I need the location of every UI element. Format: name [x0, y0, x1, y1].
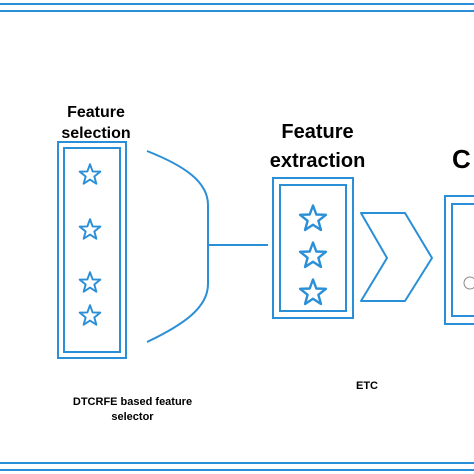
star-outline-icon — [78, 218, 102, 240]
selector-caption: DTCRFE based feature selector — [50, 395, 215, 425]
feature-extraction-title: Feature extraction — [255, 118, 380, 176]
chevron-right-icon — [360, 212, 433, 302]
feature-extraction-title-line2: extraction — [269, 150, 366, 172]
classifier-block — [444, 195, 474, 325]
selector-caption-line2: selector — [111, 411, 154, 423]
top-frame-lines — [0, 3, 474, 12]
classifier-node-icon — [463, 276, 474, 290]
star-outline-icon — [78, 163, 102, 185]
extractor-caption: ETC — [356, 380, 378, 392]
star-outline-icon — [78, 304, 102, 326]
star-outline-icon — [298, 278, 328, 306]
star-outline-icon — [78, 271, 102, 293]
bottom-frame-lines — [0, 462, 474, 471]
feature-extraction-block — [272, 177, 354, 319]
star-outline-icon — [298, 204, 328, 232]
feature-extraction-title-line1: Feature — [281, 121, 354, 143]
classifier-title-partial: C — [452, 144, 471, 174]
feature-selection-block — [57, 141, 127, 359]
selector-caption-line1: DTCRFE based feature — [72, 396, 193, 408]
star-outline-icon — [298, 241, 328, 269]
feature-selection-title-line2: selection — [61, 125, 131, 142]
feature-selection-title-line1: Feature — [67, 104, 125, 121]
feature-extraction-stars — [298, 204, 328, 306]
feature-selection-title: Feature selection — [56, 102, 136, 144]
selector-gate-shape — [146, 150, 209, 343]
feature-selection-stars — [78, 163, 102, 326]
